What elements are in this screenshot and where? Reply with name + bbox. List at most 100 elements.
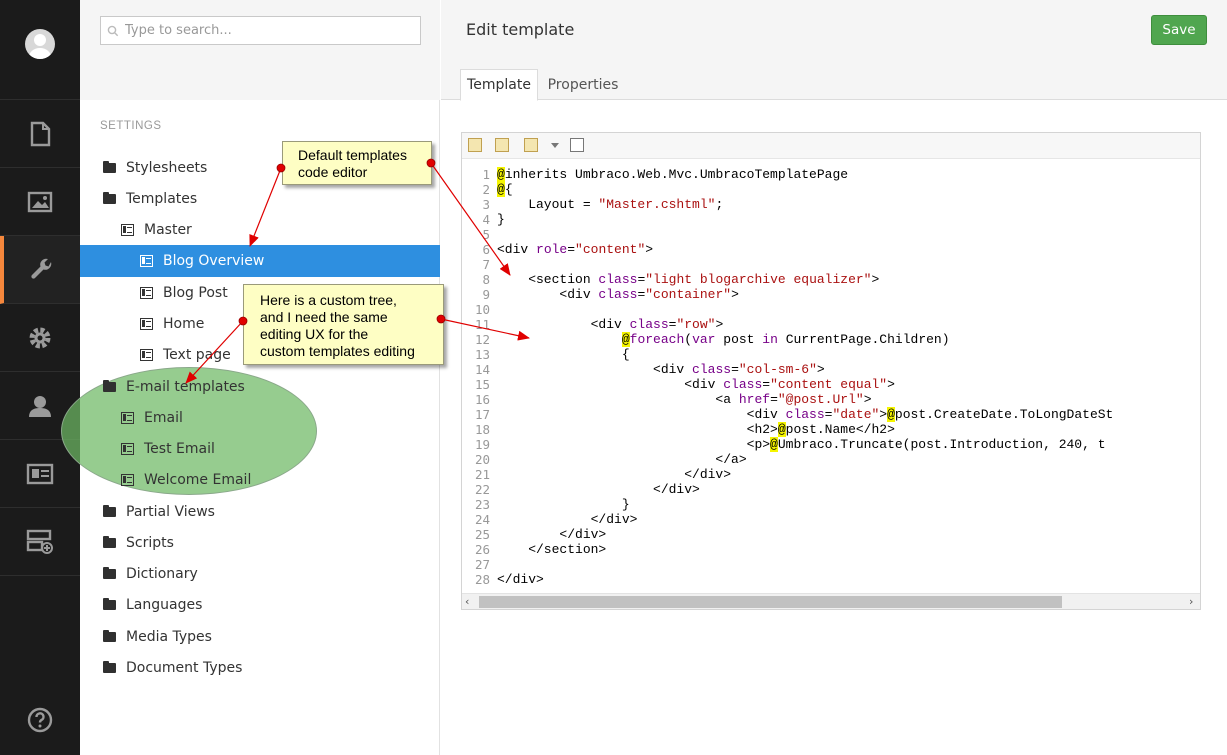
code-line[interactable]: <div role="content">: [497, 242, 654, 257]
scrollbar-thumb[interactable]: [479, 596, 1062, 608]
code-line[interactable]: ​: [497, 257, 1197, 272]
code-line[interactable]: {: [497, 347, 630, 362]
code-line[interactable]: <div class="content equal">: [497, 377, 895, 392]
line-number: 25: [474, 527, 490, 542]
chevron-down-icon[interactable]: [551, 143, 559, 148]
rail-forms-button[interactable]: [0, 508, 80, 576]
tree-item-label: Master: [144, 221, 192, 238]
code-line[interactable]: <a href="@post.Url">: [497, 392, 872, 407]
tree-item-master[interactable]: Master: [80, 214, 440, 245]
search-icon: [107, 25, 119, 36]
tree-item-label: Dictionary: [126, 565, 198, 582]
tree-item-languages[interactable]: Languages: [80, 589, 440, 620]
code-line[interactable]: </div>: [497, 512, 638, 527]
code-line[interactable]: Layout = "Master.cshtml";: [497, 197, 724, 212]
code-line[interactable]: ​: [497, 302, 1197, 317]
line-number: 20: [474, 452, 490, 467]
image-icon: [27, 191, 53, 212]
insert-macro-icon[interactable]: [495, 138, 509, 152]
tree-item-templates[interactable]: Templates: [80, 183, 440, 214]
tree-item-label: E-mail templates: [126, 378, 245, 395]
template-icon: [121, 223, 134, 236]
tree-item-email[interactable]: Email: [80, 402, 440, 433]
callout-line: Here is a custom tree,: [260, 292, 397, 308]
code-line[interactable]: }: [497, 497, 630, 512]
tree-item-blog-post[interactable]: Blog Post: [80, 277, 440, 308]
tree-item-test-email[interactable]: Test Email: [80, 433, 440, 464]
help-button[interactable]: [0, 686, 80, 754]
scroll-left-icon[interactable]: ‹: [465, 595, 470, 608]
template-icon: [121, 442, 134, 455]
line-number: 11: [474, 317, 490, 332]
search-box[interactable]: [100, 16, 421, 45]
insert-section-icon[interactable]: [570, 138, 584, 152]
server-add-icon: [26, 529, 53, 554]
tree-item-label: Test Email: [144, 440, 215, 457]
tree-item-scripts[interactable]: Scripts: [80, 527, 440, 558]
insert-partial-icon[interactable]: [524, 138, 538, 152]
tree-item-label: Text page: [163, 346, 231, 363]
rail-developer-button[interactable]: [0, 304, 80, 372]
search-input[interactable]: [125, 23, 415, 38]
line-number: 16: [474, 392, 490, 407]
rail-members-button[interactable]: [0, 440, 80, 508]
tree-item-blog-overview[interactable]: Blog Overview: [80, 245, 440, 277]
callout-line: Default templates: [298, 147, 407, 163]
rail-content-button[interactable]: [0, 100, 80, 168]
code-line[interactable]: <div class="row">: [497, 317, 724, 332]
scroll-right-icon[interactable]: ›: [1189, 595, 1194, 608]
tree-item-media-types[interactable]: Media Types: [80, 621, 440, 652]
template-icon: [140, 286, 153, 299]
tree-item-email-templates[interactable]: E-mail templates: [80, 371, 440, 402]
tree-item-stylesheets[interactable]: Stylesheets: [80, 152, 440, 183]
code-line[interactable]: }: [497, 212, 505, 227]
folder-icon: [103, 597, 116, 610]
folder-icon: [103, 629, 116, 642]
editor-toolbar: [462, 133, 1200, 159]
code-line[interactable]: <section class="light blogarchive equali…: [497, 272, 880, 287]
tab-template[interactable]: Template: [460, 69, 538, 101]
line-number: 15: [474, 377, 490, 392]
tree-item-dictionary[interactable]: Dictionary: [80, 558, 440, 589]
line-number: 28: [474, 572, 490, 587]
code-line[interactable]: <div class="col-sm-6">: [497, 362, 825, 377]
code-line[interactable]: </section>: [497, 542, 607, 557]
folder-icon: [103, 191, 116, 204]
rail-users-button[interactable]: [0, 372, 80, 440]
code-line[interactable]: </a>: [497, 452, 747, 467]
tree-header: [80, 0, 440, 100]
user-avatar-button[interactable]: [0, 10, 80, 78]
code-line[interactable]: @inherits Umbraco.Web.Mvc.UmbracoTemplat…: [497, 167, 849, 182]
template-icon: [121, 411, 134, 424]
id-card-icon: [26, 463, 54, 484]
tree-item-document-types[interactable]: Document Types: [80, 652, 440, 683]
code-line[interactable]: </div>: [497, 467, 732, 482]
save-button[interactable]: Save: [1151, 15, 1207, 45]
tab-properties[interactable]: Properties: [547, 77, 619, 93]
code-line[interactable]: </div>: [497, 482, 700, 497]
code-line[interactable]: ​: [497, 227, 1197, 242]
code-line[interactable]: <h2>@post.Name</h2>: [497, 422, 895, 437]
code-line[interactable]: <div class="container">: [497, 287, 739, 302]
tree-item-welcome-email[interactable]: Welcome Email: [80, 464, 440, 495]
tree-item-partial-views[interactable]: Partial Views: [80, 496, 440, 527]
code-line[interactable]: @foreach(var post in CurrentPage.Childre…: [621, 332, 950, 347]
horizontal-scrollbar[interactable]: ‹ ›: [462, 593, 1200, 609]
insert-field-icon[interactable]: [468, 138, 482, 152]
code-line[interactable]: <div class="date">@post.CreateDate.ToLon…: [497, 407, 1114, 422]
tree-item-label: Welcome Email: [144, 471, 252, 488]
code-line[interactable]: </div>: [497, 572, 544, 587]
tree-item-label: Scripts: [126, 534, 174, 551]
code-line[interactable]: @{: [497, 182, 513, 197]
rail-media-button[interactable]: [0, 168, 80, 236]
rail-settings-button[interactable]: [0, 236, 80, 304]
code-line[interactable]: </div>: [497, 527, 607, 542]
help-icon: [27, 707, 53, 733]
line-number: 17: [474, 407, 490, 422]
code-line[interactable]: ​: [497, 557, 1197, 572]
code-content[interactable]: @inherits Umbraco.Web.Mvc.UmbracoTemplat…: [497, 167, 1197, 587]
code-line[interactable]: <p>@Umbraco.Truncate(post.Introduction, …: [497, 437, 1106, 452]
template-icon: [140, 348, 153, 361]
